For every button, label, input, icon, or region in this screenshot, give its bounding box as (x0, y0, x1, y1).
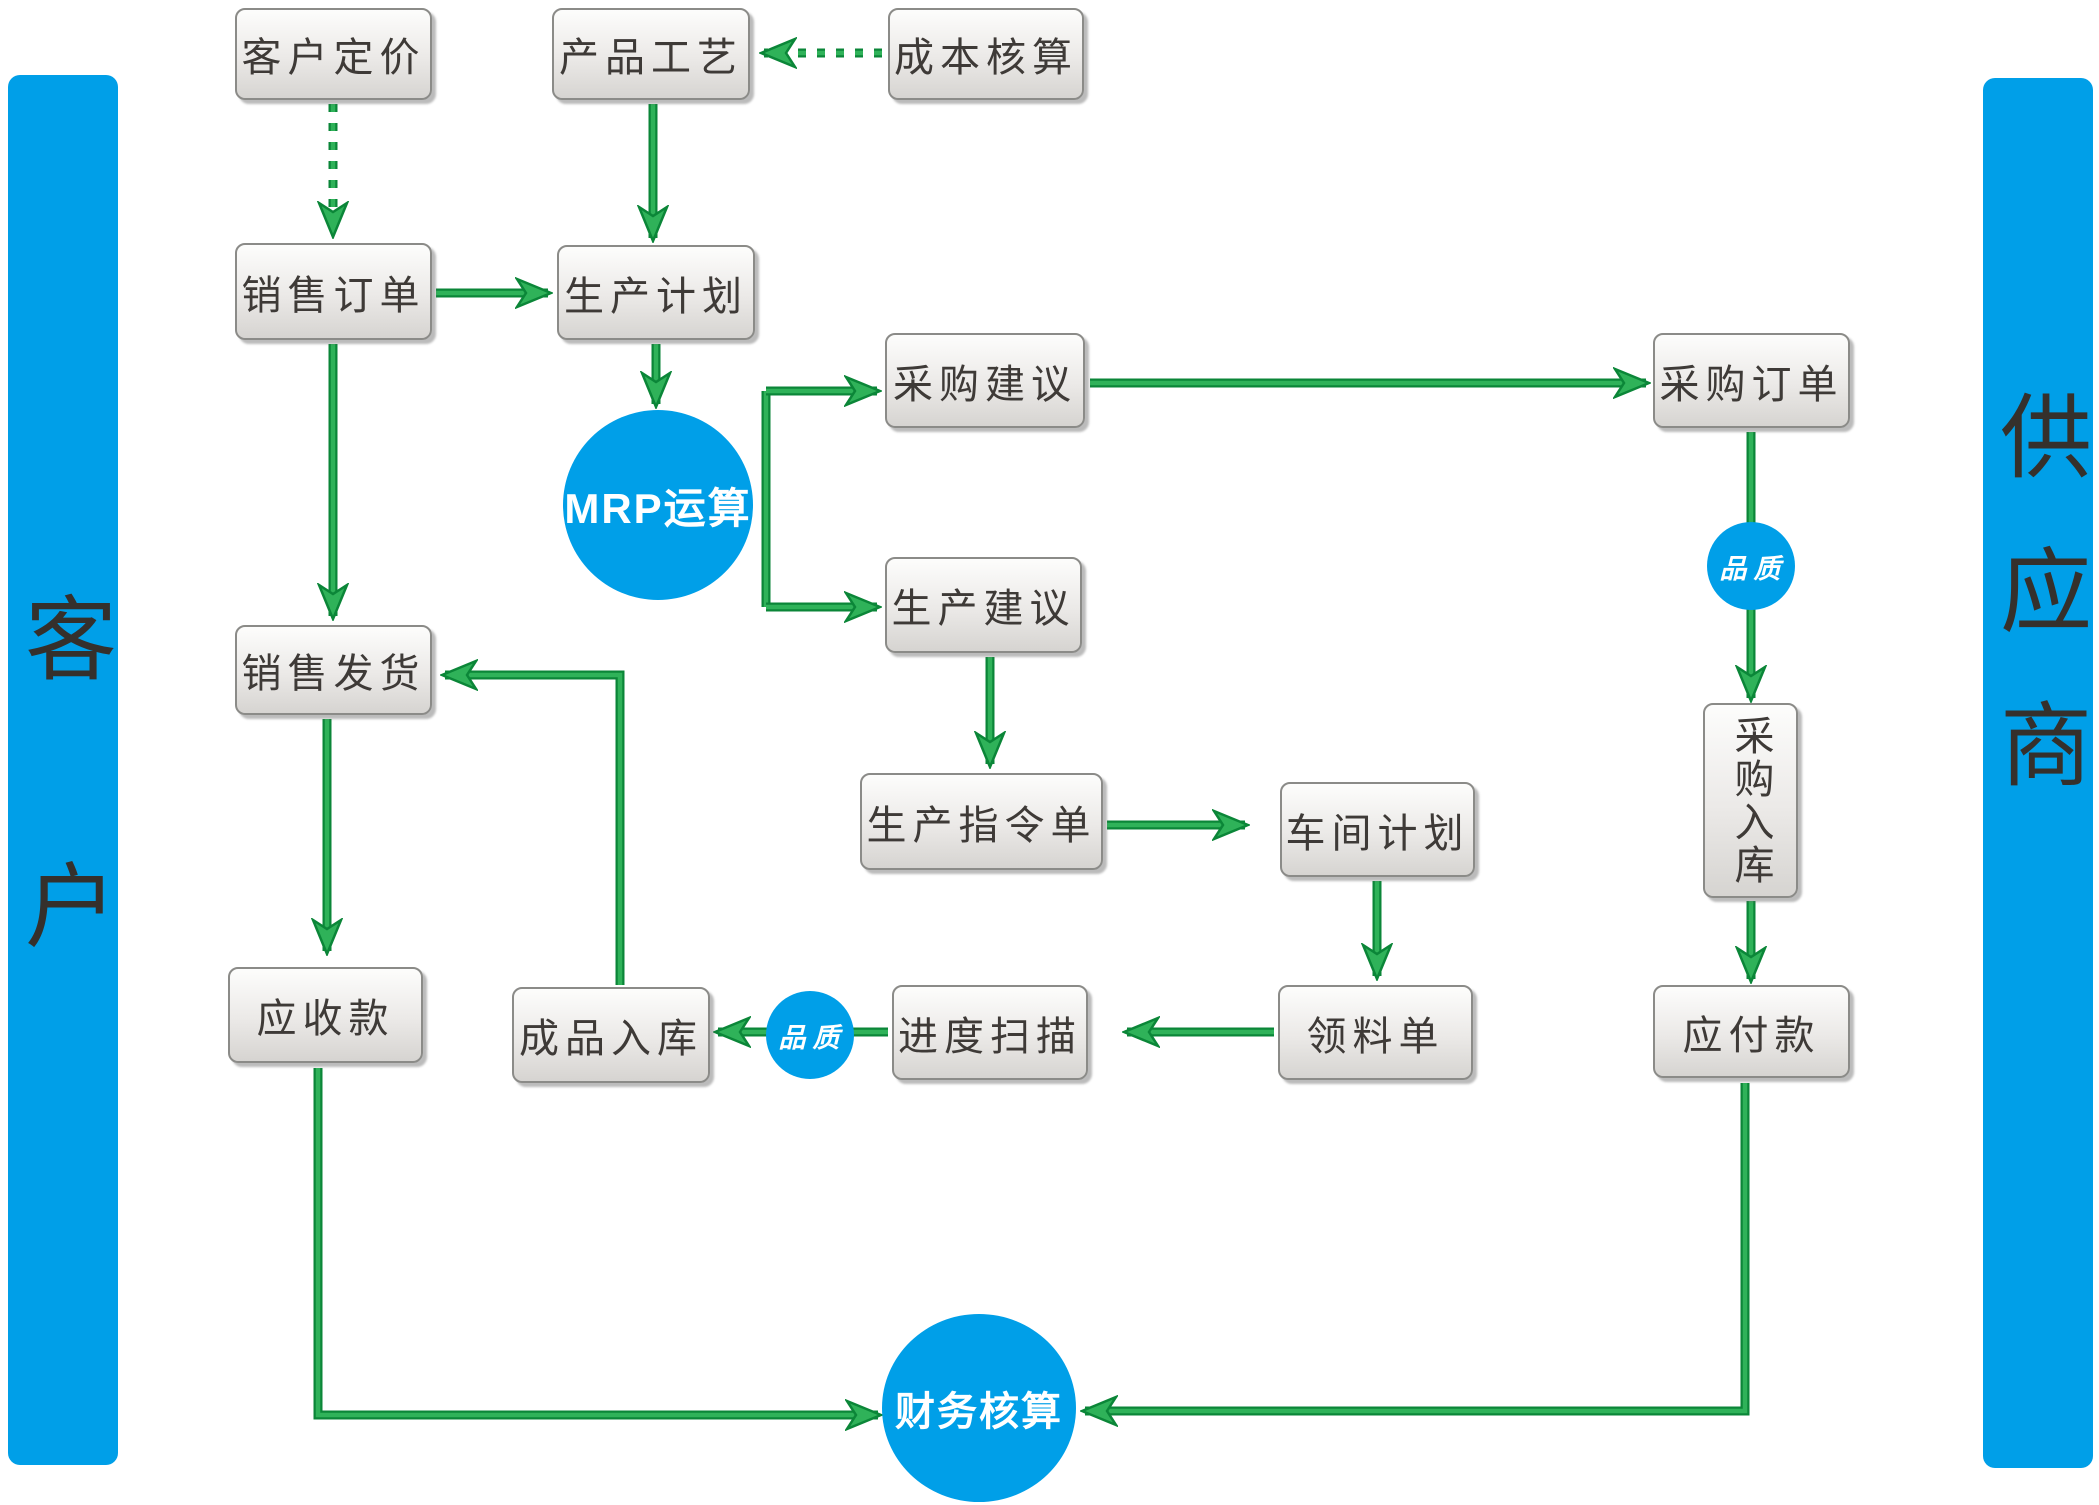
node-accounts-payable-label: 应付款 (1682, 1013, 1821, 1058)
node-sales-order-label: 销售订单 (241, 273, 426, 318)
node-customer-pricing: 客户定价 (235, 8, 432, 100)
node-product-process-label: 产品工艺 (559, 36, 743, 80)
node-purchase-suggestion: 采购建议 (885, 333, 1085, 428)
edge-finishedin-to-delivery-arrow (445, 675, 625, 985)
node-production-order: 生产指令单 (860, 773, 1103, 870)
mrp-calculation-label: MRP运算 (564, 484, 752, 532)
node-production-suggestion-label: 生产建议 (891, 587, 1076, 631)
edge-receivable-to-finance-arrow (313, 1068, 878, 1415)
node-purchase-warehousing: 采购入库 (1703, 703, 1798, 898)
node-material-requisition: 领料单 (1278, 985, 1473, 1080)
mrp-calculation-circle: MRP运算 (563, 410, 753, 600)
quality-check-finished-label: 品质 (778, 1022, 847, 1053)
node-purchase-order: 采购订单 (1653, 333, 1850, 428)
quality-check-purchase-circle: 品质 (1707, 522, 1795, 610)
financial-accounting-circle: 财务核算 (882, 1314, 1076, 1502)
financial-accounting-label: 财务核算 (895, 1390, 1063, 1434)
node-sales-delivery-label: 销售发货 (241, 652, 426, 696)
node-production-order-label: 生产指令单 (866, 803, 1097, 848)
node-accounts-receivable: 应收款 (228, 967, 423, 1063)
node-finished-goods-warehousing: 成品入库 (512, 987, 710, 1083)
node-material-requisition-label: 领料单 (1306, 1014, 1445, 1059)
node-production-plan-label: 生产计划 (564, 274, 748, 319)
node-purchase-order-label: 采购订单 (1659, 362, 1844, 407)
node-cost-accounting: 成本核算 (888, 8, 1084, 100)
node-progress-scan: 进度扫描 (892, 985, 1088, 1080)
supplier-side-bar: 供应商 (1983, 78, 2093, 1468)
node-workshop-plan: 车间计划 (1280, 782, 1475, 877)
quality-check-purchase-label: 品质 (1719, 553, 1788, 584)
node-finished-goods-warehousing-label: 成品入库 (519, 1017, 703, 1061)
node-accounts-payable: 应付款 (1653, 985, 1850, 1078)
node-sales-delivery: 销售发货 (235, 625, 432, 715)
quality-check-finished-circle: 品质 (766, 991, 854, 1079)
supplier-label: 供应商 (1986, 389, 2089, 851)
node-cost-accounting-label: 成本核算 (894, 36, 1078, 80)
node-purchase-warehousing-label: 采购入库 (1728, 714, 1773, 887)
node-production-suggestion: 生产建议 (885, 557, 1082, 653)
customer-side-bar: 客户 (8, 75, 118, 1465)
node-sales-order: 销售订单 (235, 243, 432, 340)
customer-label: 客户 (11, 591, 114, 1125)
node-customer-pricing-label: 客户定价 (241, 36, 426, 80)
node-purchase-suggestion-label: 采购建议 (893, 362, 1077, 407)
node-production-plan: 生产计划 (557, 245, 755, 340)
node-workshop-plan-label: 车间计划 (1285, 811, 1470, 856)
edge-payable-to-finance-arrow (1085, 1083, 1750, 1411)
node-progress-scan-label: 进度扫描 (898, 1014, 1082, 1059)
node-product-process: 产品工艺 (552, 8, 750, 100)
node-accounts-receivable-label: 应收款 (256, 997, 395, 1041)
